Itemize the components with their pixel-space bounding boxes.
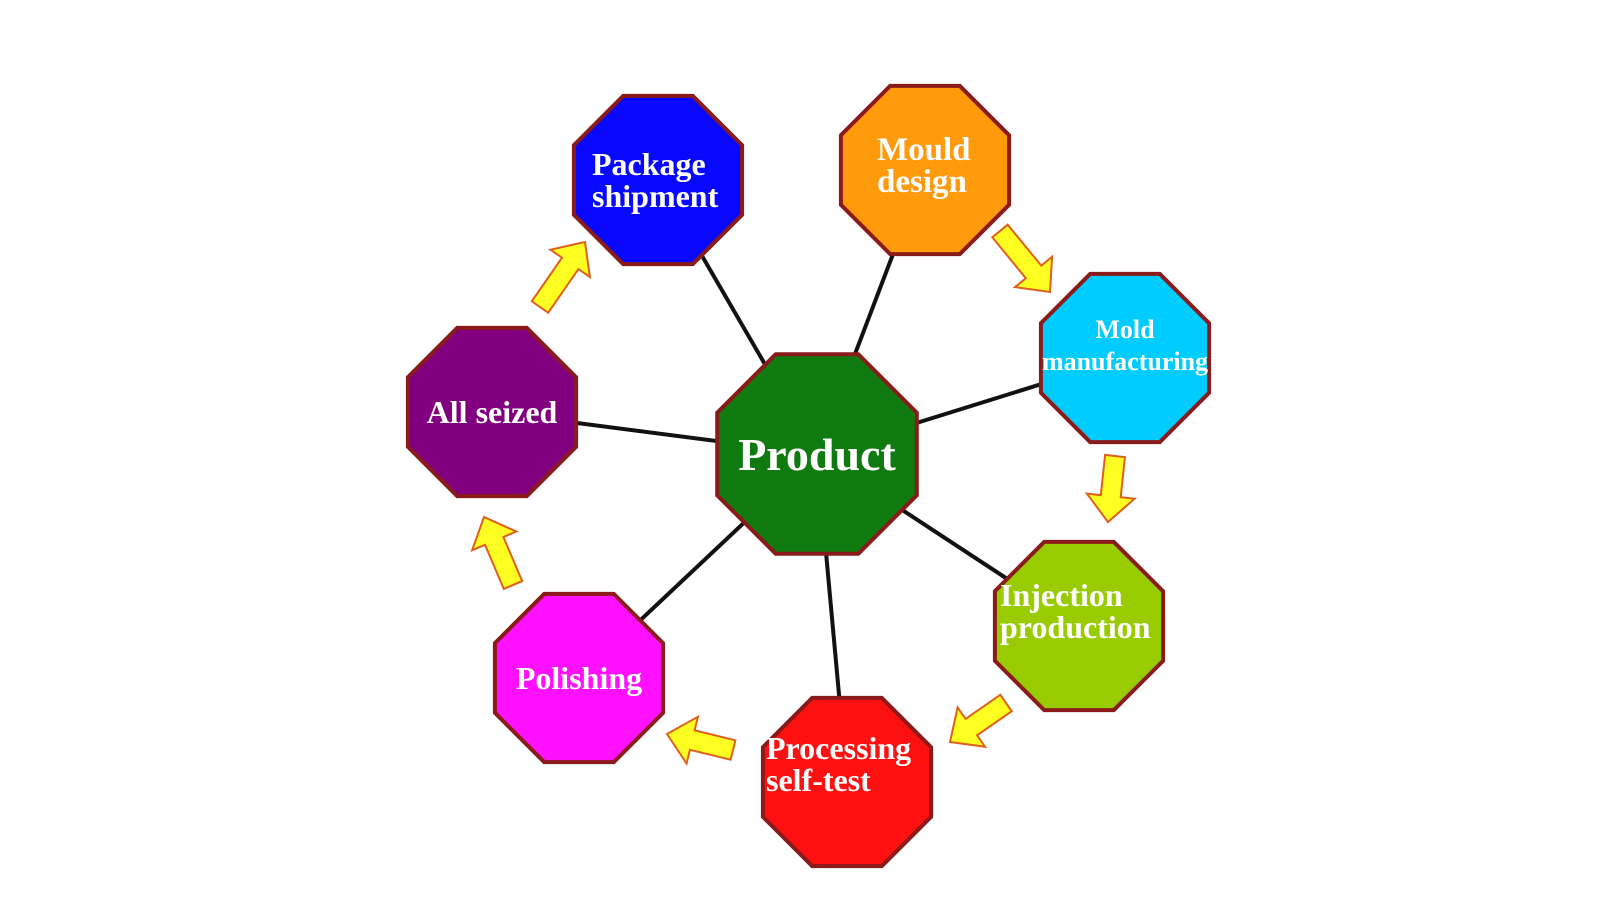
center-label: Product — [738, 429, 896, 480]
flow-arrow-icon-processing-self-test — [665, 714, 737, 766]
center-octagon — [715, 352, 919, 556]
step-octagon-package-shipment — [571, 93, 745, 267]
step-label-all-seized-line-1: All seized — [427, 394, 558, 430]
flow-arrow-icon-polishing — [470, 515, 524, 591]
step-mold-manufacturing: Mold manufacturing — [1038, 271, 1212, 445]
step-label-mould-design-line-1: Mould — [877, 132, 971, 168]
step-label-mold-manufacturing-line-1: Mold — [1095, 315, 1155, 344]
step-octagon-processing-self-test — [760, 695, 934, 869]
step-label-processing-self-test-line-2: self-test — [766, 762, 871, 798]
flow-arrow-icon-injection-production — [948, 693, 1014, 749]
step-label-polishing-line-1: Polishing — [516, 660, 642, 696]
step-label-processing-self-test-line-1: Processing — [766, 730, 911, 766]
step-octagon-all-seized — [405, 325, 579, 499]
flow-arrow-icon-mold-manufacturing — [1084, 453, 1137, 524]
step-all-seized: All seized — [405, 325, 579, 499]
step-label-injection-production-line-1: Injection — [1000, 577, 1123, 613]
step-label-package-shipment-line-2: shipment — [592, 178, 719, 214]
flow-arrow-icon-mould-design — [990, 223, 1054, 294]
step-octagon-mold-manufacturing — [1038, 271, 1212, 445]
step-octagon-mould-design — [838, 83, 1012, 257]
step-octagon-injection-production — [992, 539, 1166, 713]
center-node: Product — [715, 352, 919, 556]
step-label-mould-design-line-2: design — [877, 164, 967, 200]
step-label-mold-manufacturing-line-2: manufacturing — [1042, 347, 1208, 376]
flow-arrow-icon-all-seized — [530, 240, 592, 315]
step-label-package-shipment-line-1: Package — [592, 146, 706, 182]
step-polishing: Polishing — [492, 591, 666, 765]
step-label-injection-production-line-2: production — [1000, 609, 1151, 645]
step-octagon-polishing — [492, 591, 666, 765]
flow-arrows — [470, 223, 1137, 766]
